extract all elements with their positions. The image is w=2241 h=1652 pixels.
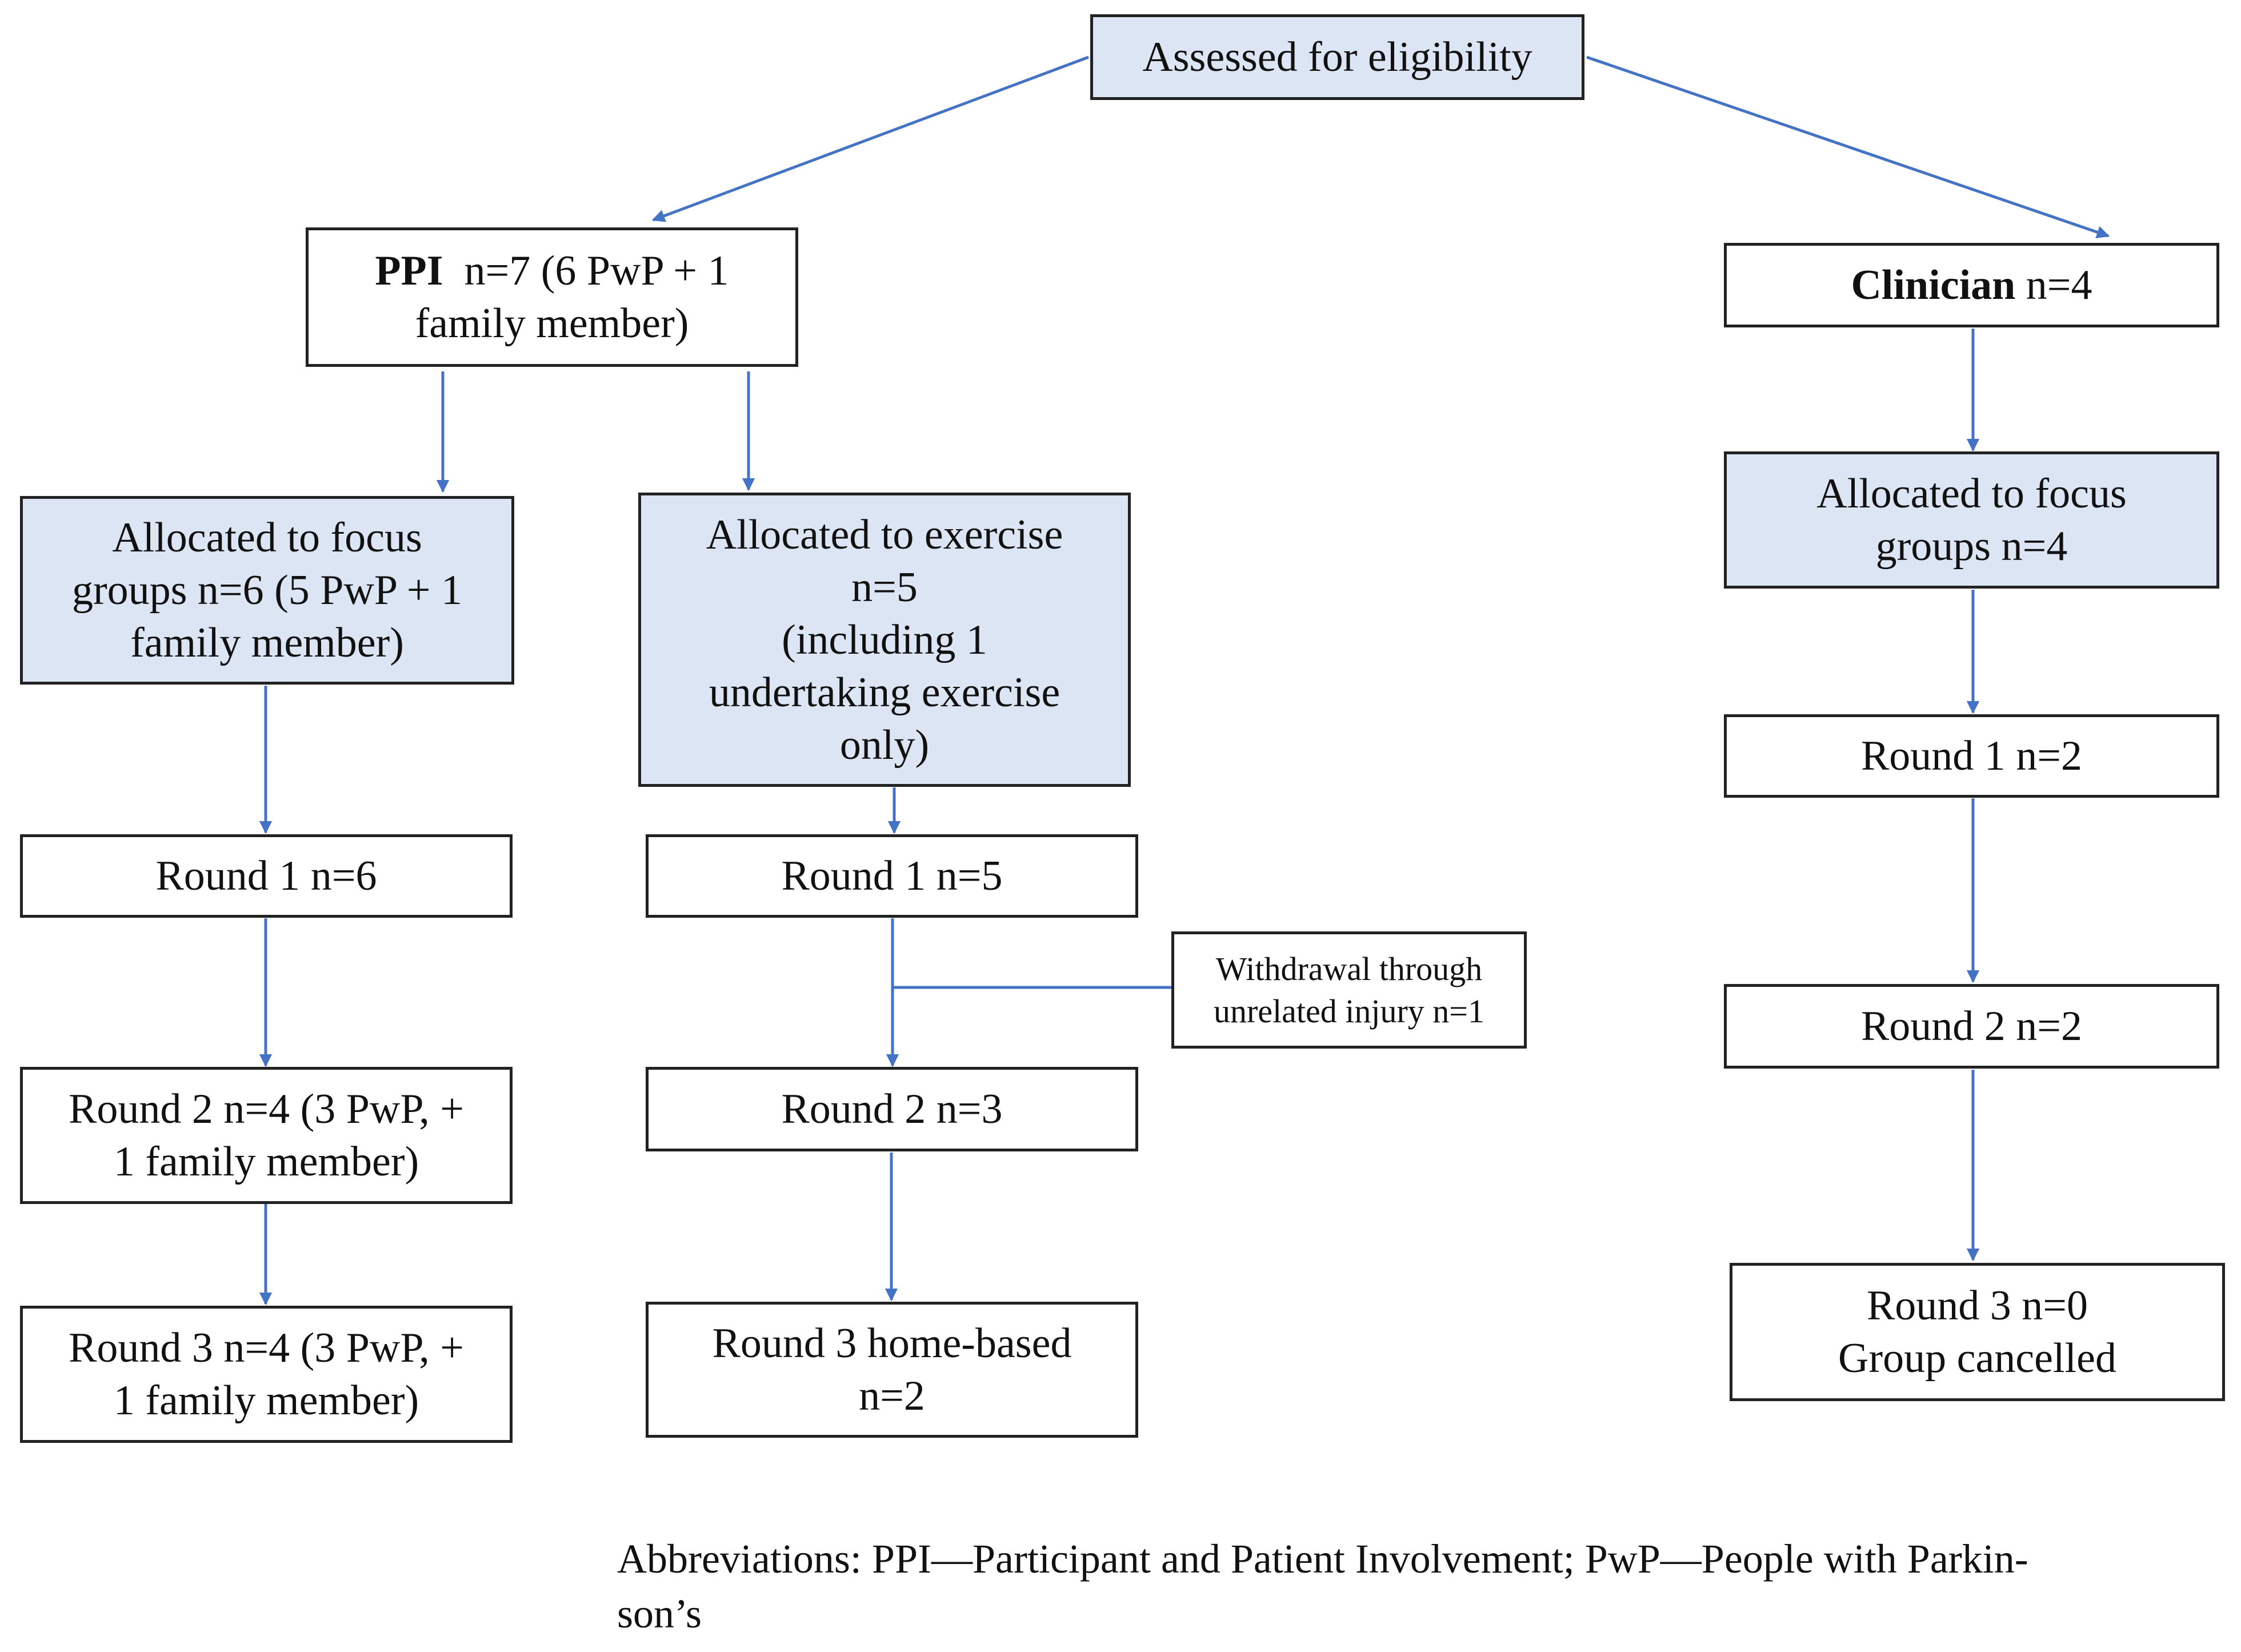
node-clinician-focus-groups: Allocated to focus groups n=4 <box>1724 451 2219 589</box>
caption-line: Abbreviations: PPI—Participant and Patie… <box>617 1536 2028 1582</box>
node-clinician-round-3: Round 3 n=0 Group cancelled <box>1730 1263 2225 1401</box>
caption-line: son’s <box>617 1591 702 1637</box>
node-text: n=5 <box>851 563 918 611</box>
node-text: Round 3 n=0 <box>1866 1282 2088 1329</box>
node-text: family member) <box>130 619 404 666</box>
node-text: Allocated to focus <box>112 514 422 561</box>
node-text: Allocated to focus <box>1816 470 2127 517</box>
node-ppi-exercise: Allocated to exercise n=5 (including 1 u… <box>638 493 1131 787</box>
node-focus-round-3: Round 3 n=4 (3 PwP, + 1 family member) <box>20 1306 513 1443</box>
node-text: n=2 <box>859 1373 925 1419</box>
node-text: Round 1 n=5 <box>781 853 1003 899</box>
node-text: Round 1 n=6 <box>155 853 377 899</box>
node-assessed-for-eligibility: Assessed for eligibility <box>1090 14 1584 100</box>
node-text: only) <box>839 721 930 769</box>
abbreviations-caption: Abbreviations: PPI—Participant and Patie… <box>617 1531 2240 1641</box>
node-text: Round 2 n=4 (3 PwP, + <box>68 1086 464 1133</box>
node-clinician-round-1: Round 1 n=2 <box>1724 714 2219 798</box>
node-exercise-round-2: Round 2 n=3 <box>646 1067 1138 1151</box>
node-label-rest: n=7 (6 PwP + 1 <box>464 247 729 294</box>
node-text: Assessed for eligibility <box>1142 34 1532 81</box>
node-text: Clinician n=4 <box>1851 259 2092 311</box>
node-clinician: Clinician n=4 <box>1724 243 2219 327</box>
node-text: family member) <box>415 300 689 347</box>
node-text: groups n=6 (5 PwP + 1 <box>71 567 463 614</box>
node-exercise-round-1: Round 1 n=5 <box>646 834 1138 918</box>
node-withdrawal: Withdrawal through unrelated injury n=1 <box>1171 931 1527 1049</box>
node-text: Allocated to exercise <box>706 511 1063 558</box>
node-text: 1 family member) <box>113 1377 419 1424</box>
node-text: Round 3 n=4 (3 PwP, + <box>68 1325 464 1371</box>
node-text: Round 2 n=2 <box>1860 1003 2083 1050</box>
node-text: Group cancelled <box>1838 1335 2116 1382</box>
node-ppi-focus-groups: Allocated to focus groups n=6 (5 PwP + 1… <box>20 496 514 685</box>
node-text: groups n=4 <box>1875 523 2068 570</box>
node-focus-round-1: Round 1 n=6 <box>20 834 513 918</box>
node-text: unrelated injury n=1 <box>1213 992 1485 1030</box>
node-text: PPI n=7 (6 PwP + 1 <box>375 245 729 297</box>
node-text: Round 2 n=3 <box>781 1086 1003 1133</box>
arrow-assessed-to-clinician <box>1586 55 2110 239</box>
node-text: 1 family member) <box>113 1138 419 1185</box>
arrow-assessed-to-ppi <box>651 55 1089 222</box>
node-text: Round 3 home-based <box>712 1320 1072 1367</box>
node-label-bold: Clinician <box>1851 262 2016 309</box>
node-text: Withdrawal through <box>1215 950 1483 987</box>
node-label-rest: n=4 <box>2026 262 2092 309</box>
node-label-bold: PPI <box>375 247 443 294</box>
node-ppi: PPI n=7 (6 PwP + 1 family member) <box>306 227 798 367</box>
node-text: (including 1 <box>782 616 987 663</box>
node-focus-round-2: Round 2 n=4 (3 PwP, + 1 family member) <box>20 1067 513 1204</box>
node-text: undertaking exercise <box>709 669 1061 716</box>
node-clinician-round-2: Round 2 n=2 <box>1724 984 2219 1069</box>
node-text: Round 1 n=2 <box>1860 733 2083 779</box>
node-exercise-round-3: Round 3 home-based n=2 <box>646 1302 1138 1438</box>
